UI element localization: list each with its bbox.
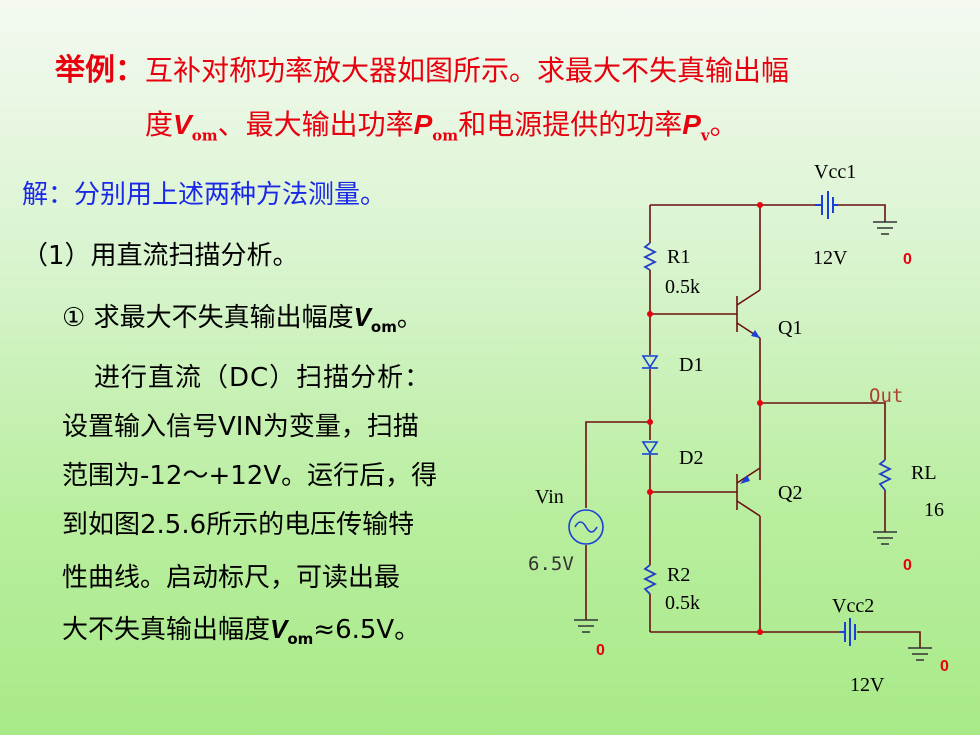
- desc-line-4: 到如图2.5.6所示的电压传输特: [62, 510, 415, 540]
- vcc1-label: Vcc1: [814, 161, 856, 183]
- rl-value: 16: [924, 499, 944, 521]
- step-find-vom: ① 求最大不失真输出幅度Vom。: [62, 302, 423, 337]
- q2-emitter-arrow-icon: [740, 475, 750, 484]
- vcc2-label: Vcc2: [832, 595, 874, 617]
- node-dot: [647, 489, 653, 495]
- r2-value: 0.5k: [665, 592, 700, 614]
- node-dot: [757, 400, 763, 406]
- r1-label: R1: [667, 246, 690, 268]
- r1-value: 0.5k: [665, 276, 700, 298]
- vin-value: 6.5V: [528, 553, 574, 575]
- step-dc-sweep: （1）用直流扫描分析。: [22, 241, 299, 271]
- out-label: Out: [869, 385, 903, 407]
- r2-resistor-icon: [643, 564, 657, 595]
- vcc2-value: 12V: [850, 674, 885, 696]
- d2-diode-icon: [641, 441, 659, 455]
- ground-icon-vcc1: [873, 221, 897, 235]
- solution-line: 解：分别用上述两种方法测量。: [22, 180, 387, 210]
- ground-icon-rl: [873, 531, 897, 545]
- rl-resistor-icon: [878, 459, 892, 491]
- d1-label: D1: [679, 354, 703, 376]
- d1-diode-icon: [641, 355, 659, 369]
- title-line1: 互补对称功率放大器如图所示。求最大不失真输出幅: [145, 54, 790, 87]
- r2-label: R2: [667, 564, 690, 586]
- desc-line-1: 进行直流（DC）扫描分析：: [94, 363, 432, 393]
- q2-label: Q2: [778, 482, 802, 504]
- r1-resistor-icon: [643, 242, 657, 271]
- vcc1-value: 12V: [813, 247, 848, 269]
- node-dot: [757, 629, 763, 635]
- title-lead: 举例：: [55, 53, 145, 88]
- vcc1-battery-icon: [815, 191, 838, 219]
- desc-line-5: 性曲线。启动标尺，可读出最: [62, 563, 401, 593]
- ground-icon-vin: [574, 619, 598, 633]
- desc-line-2: 设置输入信号VIN为变量，扫描: [62, 412, 419, 442]
- node-dot: [647, 419, 653, 425]
- slide-title: 举例：互补对称功率放大器如图所示。求最大不失真输出幅 度Vom、最大输出功率Po…: [55, 44, 955, 163]
- ground-label: 0: [940, 658, 949, 675]
- wires: [585, 204, 921, 648]
- desc-line-3: 范围为-12～+12V。运行后，得: [62, 461, 438, 491]
- ground-label: 0: [903, 251, 912, 268]
- vin-label: Vin: [535, 486, 564, 508]
- q1-label: Q1: [778, 317, 802, 339]
- d2-label: D2: [679, 447, 703, 469]
- ground-label: 0: [903, 557, 912, 574]
- node-dot: [647, 311, 653, 317]
- vin-source-icon: [568, 509, 604, 545]
- rl-label: RL: [911, 462, 937, 484]
- desc-line-6: 大不失真输出幅度Vom≈6.5V。: [62, 614, 421, 649]
- q1-emitter-arrow-icon: [751, 330, 760, 338]
- node-dot: [757, 202, 763, 208]
- vcc2-battery-icon: [840, 618, 856, 646]
- title-line2: 度Vom、最大输出功率Pom和电源提供的功率Pv。: [145, 108, 738, 145]
- ground-icon-vcc2: [908, 647, 932, 661]
- ground-label: 0: [596, 642, 605, 659]
